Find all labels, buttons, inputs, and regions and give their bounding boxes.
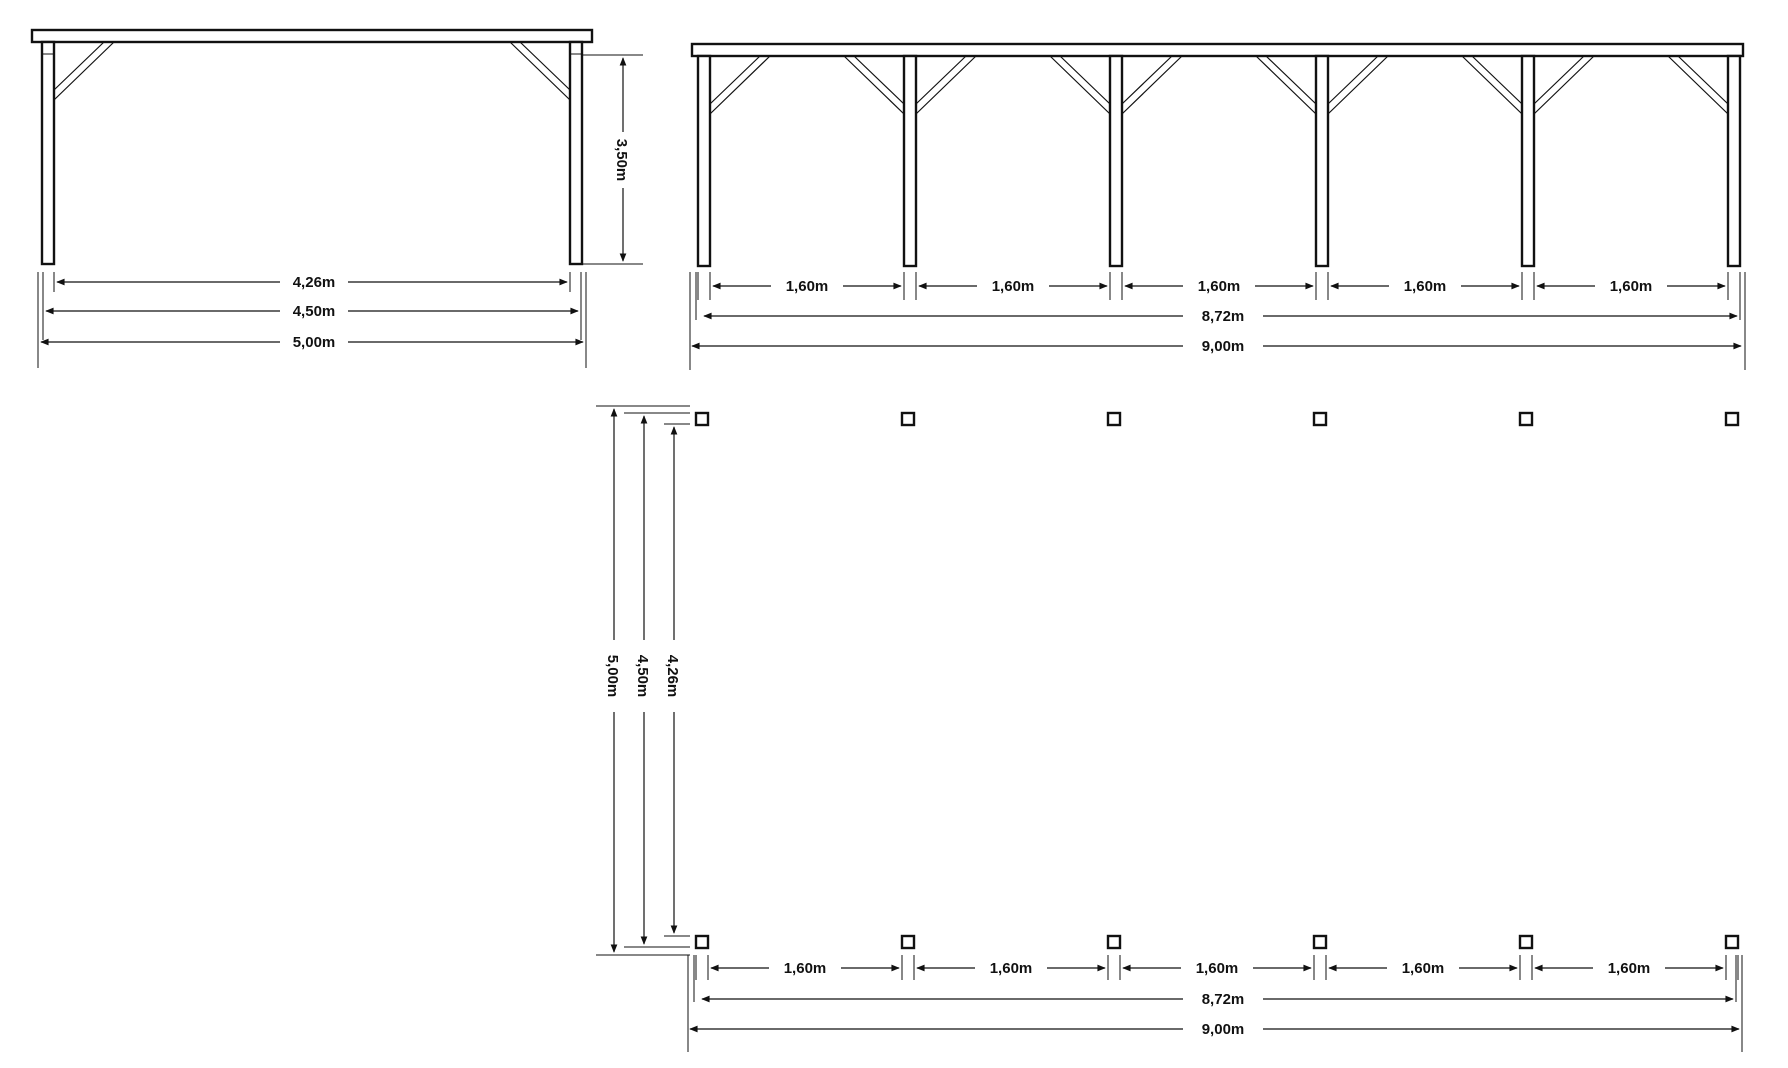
front-bay-label: 1,60m [1198,278,1241,295]
plan-post-bottom [1518,934,1534,950]
plan-bay-label: 1,60m [784,960,827,977]
plan-post-bottom [694,934,710,950]
plan-post-top [1518,411,1534,427]
side-height-label: 3,50m [613,139,630,182]
plan-post-top [900,411,916,427]
side-dim-label-2: 4,50m [293,303,336,320]
side-brace-left [53,41,105,91]
front-brace [1059,55,1111,105]
plan-view: 1,60m 1,60m 1,60m 1,60m 1,60m 8,72m 9,00m 5,… [596,405,1743,1052]
side-dim-label-1: 4,26m [293,274,336,291]
side-view: 3,50m 4,26m 4,50m 5,00m [30,28,643,368]
front-inner-label: 8,72m [1202,308,1245,325]
plan-bay-label: 1,60m [1196,960,1239,977]
front-brace [1471,55,1523,105]
side-post-left [40,40,56,266]
front-brace [1677,55,1729,105]
front-brace [1533,55,1585,105]
front-brace [1327,55,1379,105]
front-roof-beam [690,42,1745,58]
front-view: 1,60m 1,60m 1,60m 1,60m 1,60m 8,72m 9,00m [689,42,1746,370]
front-post [1314,54,1330,268]
plan-bay-label: 1,60m [1608,960,1651,977]
front-brace [915,55,967,105]
plan-outer-label: 9,00m [1202,1021,1245,1038]
plan-post-bottom [1312,934,1328,950]
plan-post-bottom [1106,934,1122,950]
side-brace-right [519,41,571,91]
side-post-right [568,40,584,266]
plan-depth-label-3: 4,26m [664,655,681,698]
front-post [1726,54,1742,268]
front-post [696,54,712,268]
front-bay-label: 1,60m [786,278,829,295]
plan-post-top [1312,411,1328,427]
front-post [1520,54,1536,268]
front-post [1108,54,1124,268]
plan-post-bottom [1724,934,1740,950]
front-outer-label: 9,00m [1202,338,1245,355]
front-bay-label: 1,60m [992,278,1035,295]
plan-bay-label: 1,60m [1402,960,1445,977]
plan-post-bottom [900,934,916,950]
plan-post-top [694,411,710,427]
plan-depth-label-1: 5,00m [604,655,621,698]
front-bay-label: 1,60m [1404,278,1447,295]
plan-inner-label: 8,72m [1202,991,1245,1008]
front-bay-label: 1,60m [1610,278,1653,295]
front-post [902,54,918,268]
front-brace [1265,55,1317,105]
front-brace [709,55,761,105]
side-dim-label-3: 5,00m [293,334,336,351]
plan-post-top [1106,411,1122,427]
front-brace [853,55,905,105]
plan-depth-label-2: 4,50m [634,655,651,698]
side-roof-beam [30,28,594,44]
plan-bay-label: 1,60m [990,960,1033,977]
front-brace [1121,55,1173,105]
plan-post-top [1724,411,1740,427]
